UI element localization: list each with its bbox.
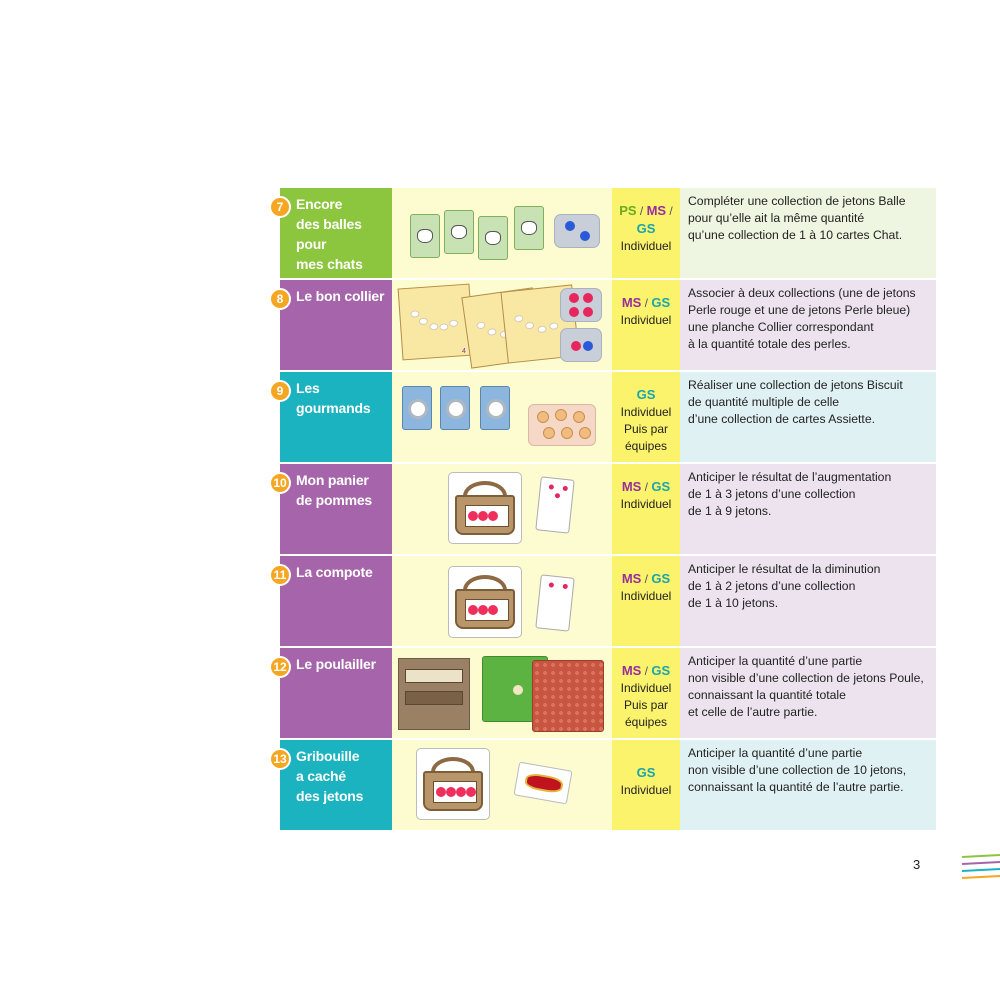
plate-card-image [480,386,510,430]
activity-row-8: 8 Le bon collier 3 5 4 [269,280,936,370]
basket-board-image [448,566,522,638]
activity-illustration [392,648,612,738]
activity-illustration [392,464,612,554]
activity-illustration [392,372,612,462]
level-cell: MS / GS Individuel [612,280,680,370]
activity-number-badge: 10 [269,472,291,494]
activity-number-badge: 8 [269,288,291,310]
dice-blue-image [560,328,602,362]
level-cell: GS Individuel Puis par équipes [612,372,680,462]
activity-row-12: 12 Le poulailler MS / GS Individuel Puis… [269,648,936,738]
activity-title-cell: 10 Mon panier de pommes [269,464,392,554]
activity-title-cell: 7 Encore des balles pour mes chats [269,188,392,278]
basket-board-image [448,472,522,544]
activity-row-9: 9 Les gourmands GS Individuel Puis par é… [269,372,936,462]
biscuit-tokens-image [528,404,596,446]
activity-row-10: 10 Mon panier de pommes MS / GS Individu… [269,464,936,554]
activity-title: La compote [296,564,373,580]
description-cell: Compléter une collection de jetons Balle… [680,188,936,278]
roof-card-image [532,660,604,732]
plate-card-image [440,386,470,430]
level-labels: MS / GS [621,479,671,494]
activity-title-cell: 13 Gribouille a caché des jetons [269,740,392,830]
plate-card-image [402,386,432,430]
level-cell: GS Individuel [612,740,680,830]
apple-card-image [535,476,575,534]
henhouse-board-image [398,658,470,730]
mode-label: Individuel [620,405,672,419]
cat-card-image [514,206,544,250]
level-cell: PS / MS / GS Individuel [612,188,680,278]
activity-title-cell: 8 Le bon collier [269,280,392,370]
activity-title: Les gourmands [296,380,371,416]
activity-title: Mon panier de pommes [296,472,372,508]
apple-card-image [535,574,575,632]
activity-number-badge: 7 [269,196,291,218]
description-cell: Anticiper le résultat de l’augmentation … [680,464,936,554]
mode-label: Individuel [620,681,672,695]
activity-title-cell: 9 Les gourmands [269,372,392,462]
mode-label: Individuel [620,589,672,603]
page-number: 3 [913,857,921,872]
level-labels: MS / GS [621,295,671,310]
dice-red-image [560,288,602,322]
dice-image [554,214,600,248]
activity-illustration: 3 5 4 [392,280,612,370]
activity-number-badge: 12 [269,656,291,678]
mode-label: Individuel [620,313,672,327]
activity-title-cell: 11 La compote [269,556,392,646]
cat-card-image [444,210,474,254]
level-cell: MS / GS Individuel [612,556,680,646]
cat-card-image [410,214,440,258]
mode-label: Puis par [623,422,669,436]
level-labels: MS / GS [621,571,671,586]
cat-card-image [478,216,508,260]
activity-title: Le bon collier [296,288,385,304]
activity-number-badge: 13 [269,748,291,770]
description-cell: Réaliser une collection de jetons Biscui… [680,372,936,462]
level-labels: PS / MS / GS [619,203,673,236]
activity-title: Le poulailler [296,656,376,672]
activity-illustration [392,740,612,830]
activity-number-badge: 11 [269,564,291,586]
cushion-card-image [513,761,573,805]
description-cell: Anticiper la quantité d’une partie non v… [680,648,936,738]
level-labels: GS [636,387,656,402]
activity-title: Gribouille a caché des jetons [296,748,364,804]
level-cell: MS / GS Individuel [612,464,680,554]
activity-illustration [392,188,612,278]
activity-row-7: 7 Encore des balles pour mes chats PS / … [269,188,936,278]
level-cell: MS / GS Individuel Puis par équipes [612,648,680,738]
mode-label: équipes [624,715,668,729]
activity-row-13: 13 Gribouille a caché des jetons GS Ind [269,740,936,830]
description-cell: Anticiper le résultat de la diminution d… [680,556,936,646]
mode-label: équipes [624,439,668,453]
basket-board-image [416,748,490,820]
activity-title: Encore des balles pour mes chats [296,196,363,272]
activity-number-badge: 9 [269,380,291,402]
mode-label: Puis par [623,698,669,712]
level-labels: MS / GS [621,663,671,678]
activity-title-cell: 12 Le poulailler [269,648,392,738]
description-cell: Anticiper la quantité d’une partie non v… [680,740,936,830]
activity-row-11: 11 La compote MS / GS Individuel Antici [269,556,936,646]
mode-label: Individuel [620,497,672,511]
activities-table: 7 Encore des balles pour mes chats PS / … [269,188,936,832]
description-cell: Associer à deux collections (une de jeto… [680,280,936,370]
mode-label: Individuel [620,783,672,797]
mode-label: Individuel [620,239,672,253]
activity-illustration [392,556,612,646]
